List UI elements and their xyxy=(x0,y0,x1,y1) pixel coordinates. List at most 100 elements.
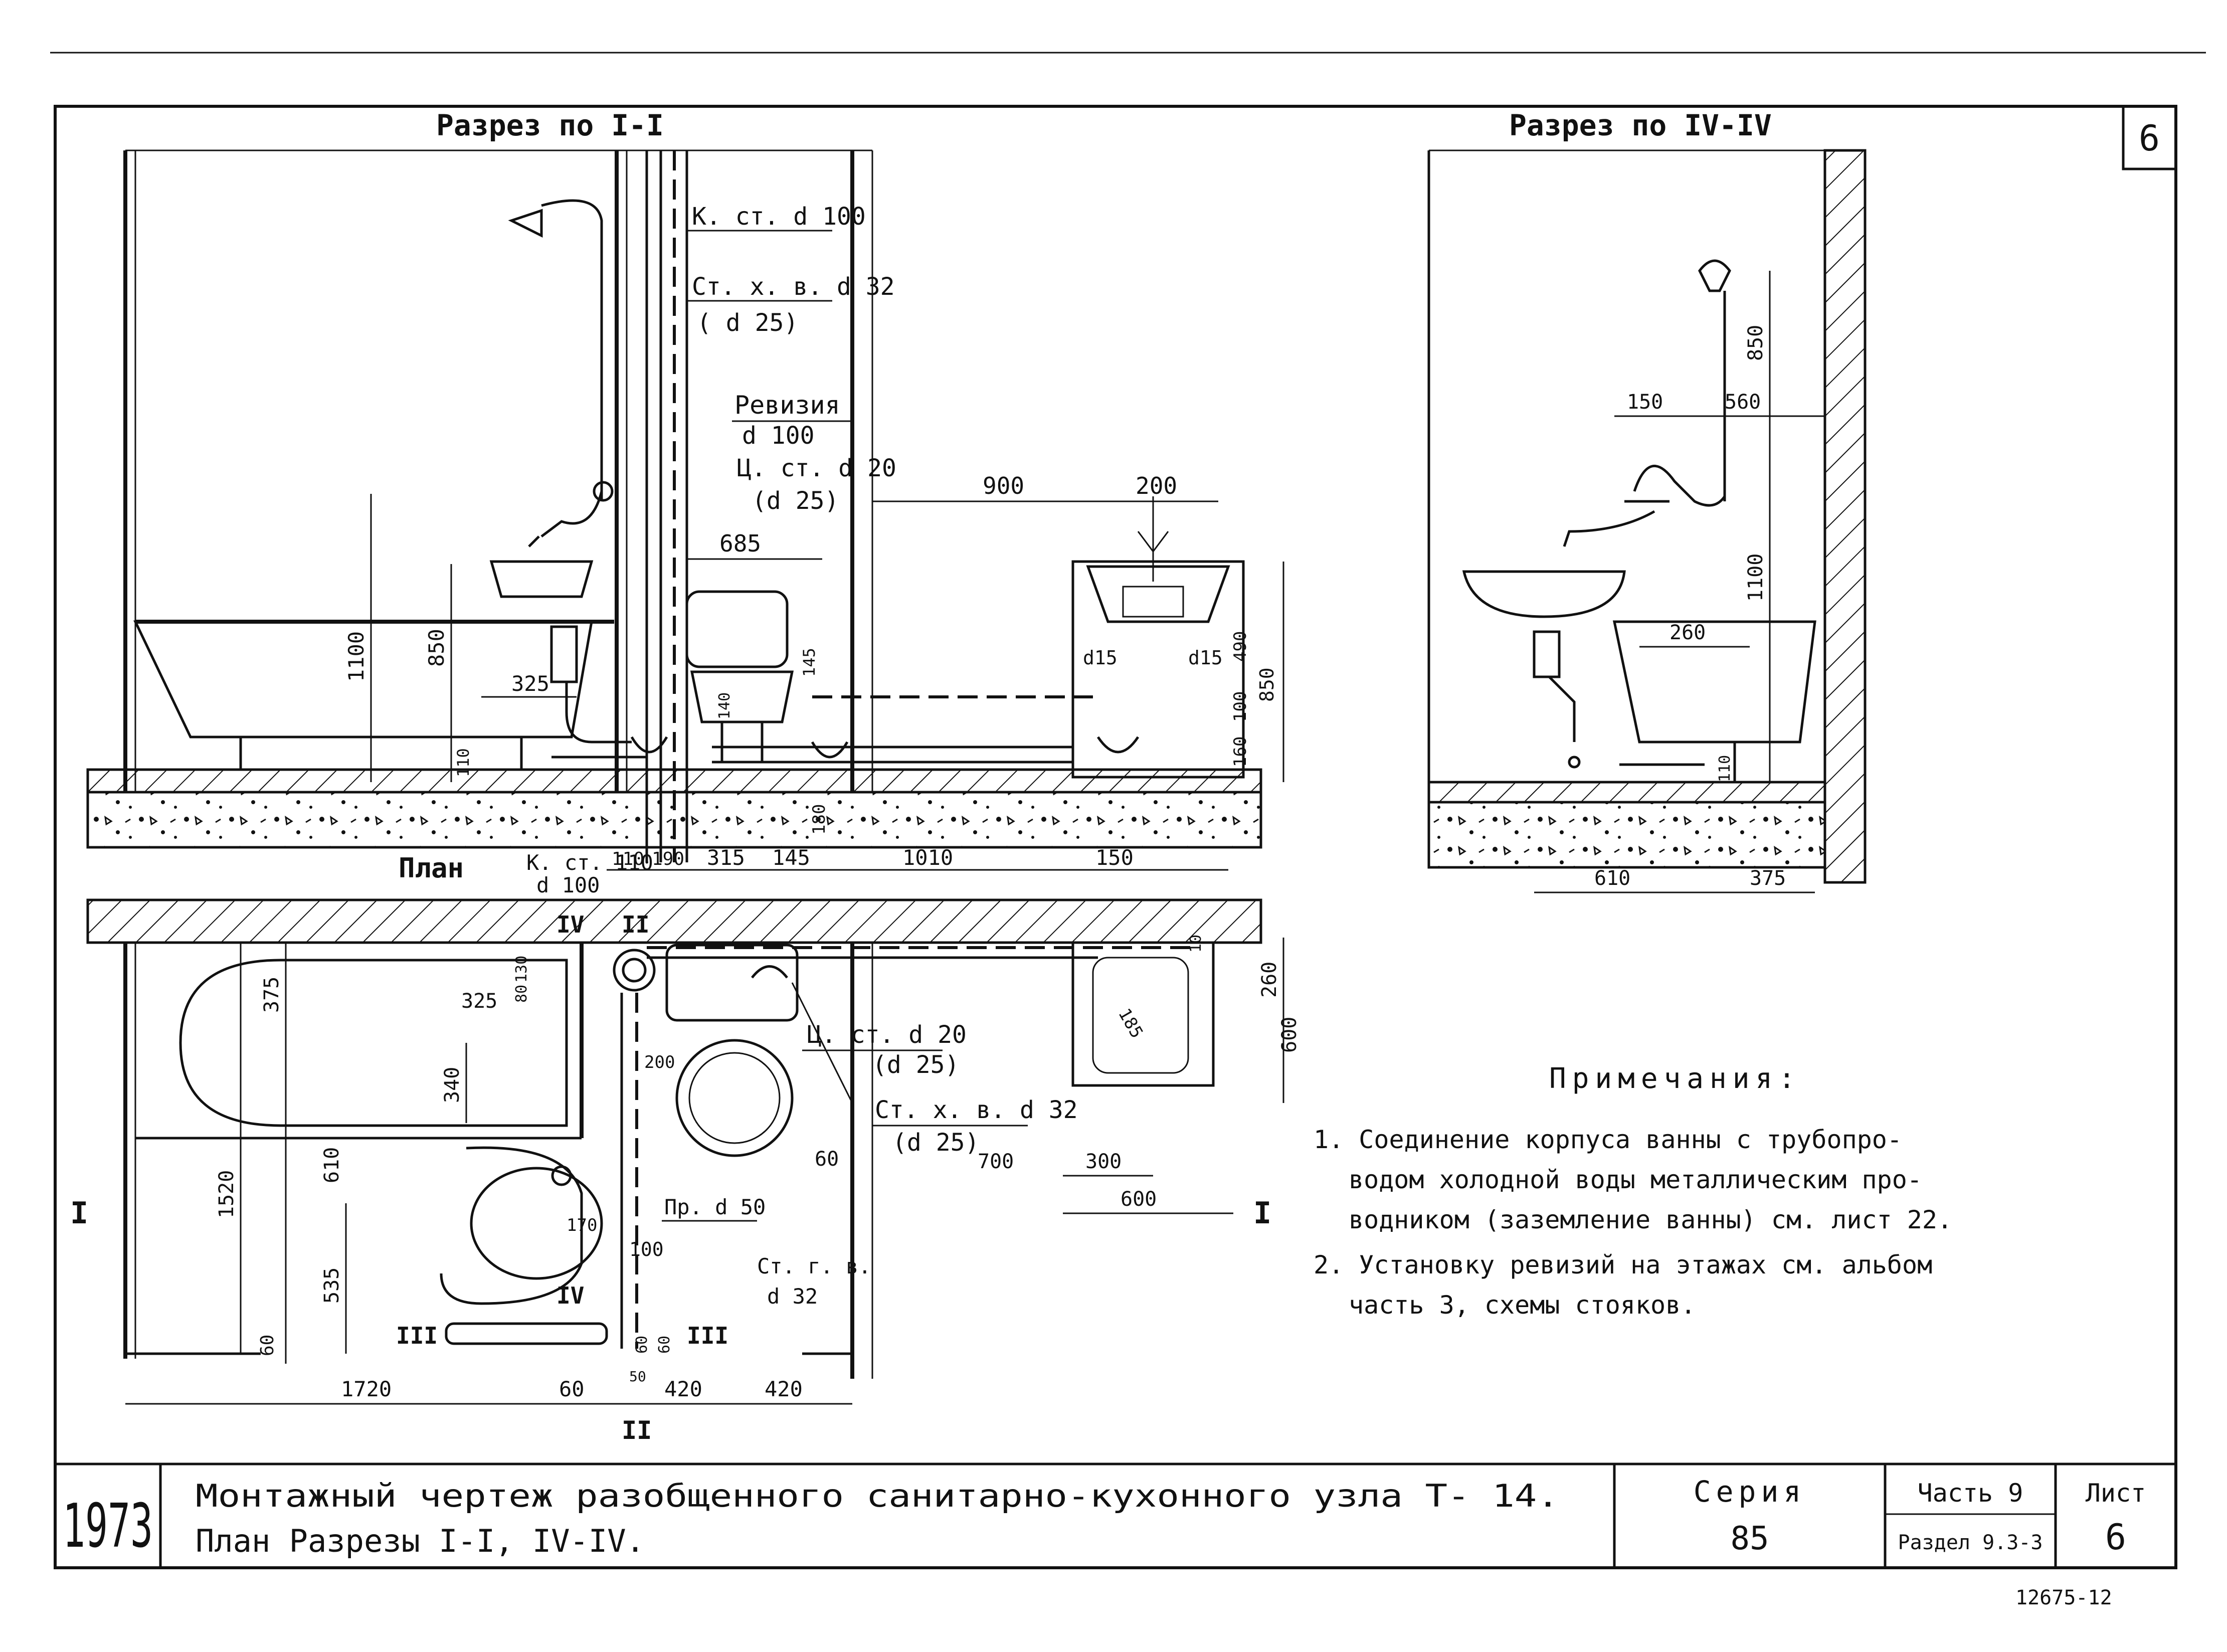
dim-p-185: 185 xyxy=(1114,1005,1147,1042)
dim-plan-145: 145 xyxy=(772,845,810,870)
title-line-1: Монтажный чертеж разобщенного санитарно-… xyxy=(196,1478,1559,1514)
plan-title: План xyxy=(399,852,464,884)
stand-plan xyxy=(445,1322,608,1345)
corner-sheet-box: 6 xyxy=(2122,105,2177,170)
dim-100: 100 xyxy=(1230,691,1250,722)
floor-finish xyxy=(86,768,1262,794)
dim-p-50: 50 xyxy=(629,1368,646,1385)
plan-label-k-st-110: К. ст. 110 xyxy=(526,850,653,875)
plan-label-d100: d 100 xyxy=(536,873,600,897)
dim-685: 685 xyxy=(719,530,761,557)
toilet-bowl-plan xyxy=(675,1039,794,1157)
title-block: 1973 Монтажный чертеж разобщенного санит… xyxy=(55,1462,2176,1568)
dim-180: 180 xyxy=(809,804,829,835)
shower-head-icon xyxy=(1698,259,1731,501)
toilet-tank-plan xyxy=(665,944,799,1022)
dim-p-600b: 600 xyxy=(1121,1188,1157,1211)
section-4-4: Разрез по IV-IV 150 560 850 1100 2 xyxy=(1427,108,1867,893)
title-line-2: План Разрезы I-I, IV-IV. xyxy=(196,1523,645,1559)
section-1-title: Разрез по I-I xyxy=(436,108,664,142)
cut-mark-I-right: I xyxy=(1253,1196,1271,1231)
drawing-frame xyxy=(54,105,2177,1569)
plan-label-pr-d50: Пр. d 50 xyxy=(664,1195,766,1219)
shower-head-icon xyxy=(508,199,603,547)
label-c-st-d20: Ц. ст. d 20 xyxy=(737,454,896,482)
plan-label-d25-d: (d 25) xyxy=(892,1129,979,1157)
label-st-hv-d32: Ст. х. в. d 32 xyxy=(692,273,895,301)
dim-p-130: 130 xyxy=(513,956,530,983)
dim-p-10: 10 xyxy=(1187,935,1205,953)
dim-p-260: 260 xyxy=(1258,962,1281,998)
plan-label-st-hv-d32: Ст. х. в. d 32 xyxy=(875,1096,1078,1124)
dim-p-700: 700 xyxy=(978,1150,1014,1173)
series-value: 85 xyxy=(1730,1520,1769,1557)
label-d15-left: d15 xyxy=(1083,647,1118,669)
label-reviziya: Ревизия xyxy=(734,391,840,420)
note-2-line-1: 2. Установку ревизий на этажах см. альбо… xyxy=(1314,1250,1932,1279)
floor-slab-4 xyxy=(1427,801,1826,869)
dim-p-610: 610 xyxy=(320,1147,343,1183)
dim-p-60c: 60 xyxy=(656,1336,673,1354)
dim-p-300: 300 xyxy=(1085,1150,1122,1173)
dim-900: 900 xyxy=(983,472,1024,499)
dim-850: 850 xyxy=(424,629,449,667)
sheet-value: 6 xyxy=(2105,1517,2126,1558)
washbasin-section xyxy=(489,560,594,598)
label-d25-b: (d 25) xyxy=(752,487,839,515)
dim-4-610: 610 xyxy=(1594,867,1630,890)
cut-mark-IV-bottom: IV xyxy=(556,1282,584,1309)
cut-mark-II-bottom: II xyxy=(622,1416,652,1445)
cut-mark-I-left: I xyxy=(70,1196,88,1231)
notes-block: Примечания: 1. Соединение корпуса ванны … xyxy=(1314,1062,1952,1320)
bathtub-section-4 xyxy=(1612,620,1816,744)
dim-160: 160 xyxy=(1230,737,1250,767)
label-k-st-d100: К. ст. d 100 xyxy=(692,203,866,231)
dim-p-535: 535 xyxy=(320,1267,343,1304)
dim-plan-1010: 1010 xyxy=(902,845,953,870)
label-d15-right: d15 xyxy=(1188,647,1223,669)
dim-1100: 1100 xyxy=(344,631,368,682)
cut-mark-III-left: III xyxy=(396,1322,438,1349)
dim-plan-150: 150 xyxy=(1095,845,1134,870)
dim-p-60a: 60 xyxy=(257,1335,278,1356)
dim-490: 490 xyxy=(1230,631,1250,662)
title-year: 1973 xyxy=(63,1492,153,1561)
dim-200: 200 xyxy=(1136,472,1177,499)
dim-850b: 850 xyxy=(1256,667,1278,702)
dim-4-375: 375 xyxy=(1750,867,1786,890)
floor-slab xyxy=(86,791,1262,849)
plan-label-c-st-d20: Ц. ст. d 20 xyxy=(807,1021,967,1049)
note-1-line-1: 1. Соединение корпуса ванны с трубопро- xyxy=(1314,1125,1902,1154)
dim-p-340: 340 xyxy=(441,1067,464,1103)
dim-p-170: 170 xyxy=(567,1215,597,1235)
dim-p-420a: 420 xyxy=(664,1377,702,1401)
dim-110: 110 xyxy=(454,748,473,777)
dim-p-200: 200 xyxy=(644,1052,675,1072)
sheet-label: Лист xyxy=(2086,1479,2146,1508)
part-label: Часть 9 xyxy=(1918,1479,2023,1508)
floor-finish-4 xyxy=(1427,781,1826,804)
note-1-line-3: водником (заземление ванны) см. лист 22. xyxy=(1349,1205,1952,1234)
cut-mark-IV-top: IV xyxy=(556,911,584,938)
dim-140: 140 xyxy=(716,692,733,719)
series-label: Серия xyxy=(1694,1475,1806,1509)
dim-4-560: 560 xyxy=(1725,391,1761,414)
dim-p-80: 80 xyxy=(513,985,530,1003)
dim-p-1520: 1520 xyxy=(215,1170,238,1218)
section-number-label: Раздел 9.3-3 xyxy=(1898,1531,2043,1554)
bathtub-plan xyxy=(179,959,568,1127)
plan-label-st-gv: Ст. г. в. xyxy=(757,1254,871,1278)
note-2-line-2: часть 3, схемы стояков. xyxy=(1349,1291,1696,1320)
dim-p-420b: 420 xyxy=(765,1377,803,1401)
section-4-title: Разрез по IV-IV xyxy=(1509,108,1772,142)
plan-label-st-gv-d32: d 32 xyxy=(767,1284,818,1309)
plan-view: План К. ст. 110 xyxy=(70,850,1301,1445)
washbasin-section-4 xyxy=(1462,570,1626,618)
dim-p-60b: 60 xyxy=(633,1336,651,1354)
dim-p-1720: 1720 xyxy=(341,1377,392,1401)
label-reviziya-d100: d 100 xyxy=(742,422,815,450)
note-1-line-2: водом холодной воды металлическим про- xyxy=(1349,1165,1922,1194)
kitchen-sink-section xyxy=(1071,496,1245,779)
dim-325: 325 xyxy=(511,671,549,696)
